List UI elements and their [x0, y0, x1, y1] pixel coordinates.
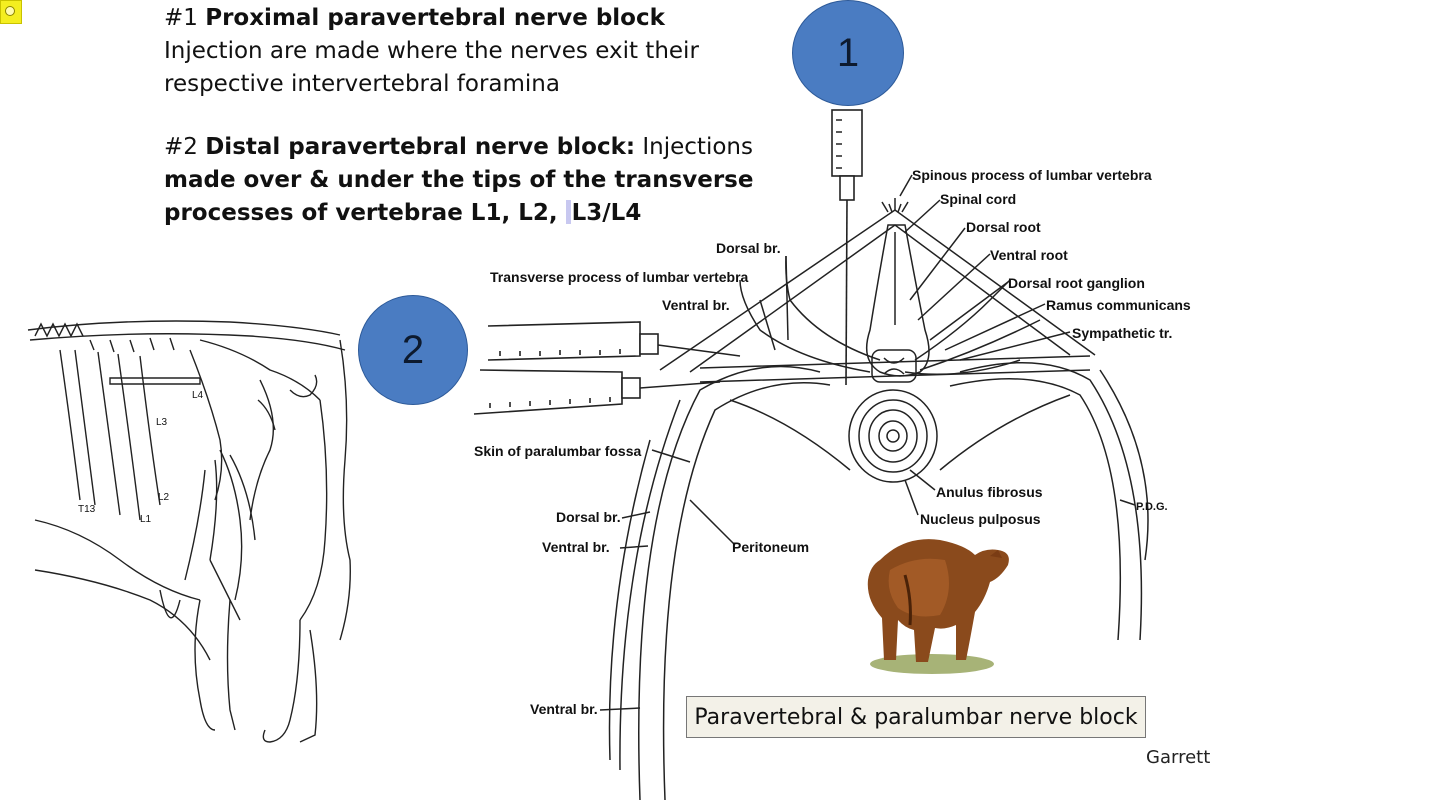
site-2-badge: 2 — [358, 295, 468, 405]
ring-icon — [5, 6, 15, 16]
label-dorsal-root: Dorsal root — [966, 219, 1041, 235]
item2-title: Distal paravertebral nerve block: — [205, 134, 636, 160]
label-t13: T13 — [78, 504, 96, 515]
item1-desc-line2: respective intervertebral foramina — [164, 71, 560, 97]
site-1-badge: 1 — [792, 0, 904, 106]
label-ventral-br-bottom: Ventral br. — [530, 701, 598, 717]
syringe-upper — [487, 321, 741, 361]
label-l1: L1 — [140, 514, 152, 525]
label-spinous-process: Spinous process of lumbar vertebra — [912, 167, 1152, 183]
item2-line3-suffix: L3/L4 — [571, 200, 642, 226]
label-spinal-cord: Spinal cord — [940, 191, 1016, 207]
item2-number: #2 — [164, 134, 198, 160]
label-ventral-br-top: Ventral br. — [662, 297, 730, 313]
item1-text: #1 Proximal paravertebral nerve block In… — [164, 2, 724, 101]
corner-marker — [0, 0, 22, 24]
item1-title: Proximal paravertebral nerve block — [205, 5, 665, 31]
label-nucleus-pulposus: Nucleus pulposus — [920, 511, 1041, 527]
image-credit: Garrett — [1146, 747, 1211, 768]
item1-desc-line1: Injection are made where the nerves exit… — [164, 38, 699, 64]
label-anulus-fibrosus: Anulus fibrosus — [936, 484, 1043, 500]
label-dorsal-br-top: Dorsal br. — [716, 240, 781, 256]
cow-photo — [867, 539, 1009, 674]
label-transverse-process: Transverse process of lumbar vertebra — [490, 269, 749, 285]
item2-line3-prefix: processes of vertebrae L1, L2, — [164, 200, 566, 226]
label-peritoneum: Peritoneum — [732, 539, 809, 555]
item1-number: #1 — [164, 5, 198, 31]
cow-sketch — [27, 320, 351, 743]
label-ventral-br-mid: Ventral br. — [542, 539, 610, 555]
item2-desc-inline: Injections — [635, 134, 753, 160]
syringe-lower — [473, 369, 721, 415]
item2-text: #2 Distal paravertebral nerve block: Inj… — [164, 131, 754, 230]
diagram-labels: Spinous process of lumbar vertebra Spina… — [474, 167, 1191, 717]
label-dorsal-root-ganglion: Dorsal root ganglion — [1008, 275, 1145, 291]
label-l4: L4 — [192, 390, 204, 401]
label-dorsal-br-mid: Dorsal br. — [556, 509, 621, 525]
figure-caption: Paravertebral & paralumbar nerve block — [686, 696, 1146, 738]
text-cursor-highlight — [565, 200, 571, 224]
label-l3: L3 — [156, 417, 168, 428]
label-ventral-root: Ventral root — [990, 247, 1068, 263]
label-skin-paralumbar-fossa: Skin of paralumbar fossa — [474, 443, 641, 459]
label-l2: L2 — [158, 492, 170, 503]
label-pdg: P.D.G. — [1136, 501, 1168, 513]
cross-section — [599, 174, 1149, 801]
label-ramus-communicans: Ramus communicans — [1046, 297, 1191, 313]
syringe-vertical — [831, 109, 863, 386]
label-sympathetic-trunk: Sympathetic tr. — [1072, 325, 1172, 341]
item2-line2: made over & under the tips of the transv… — [164, 167, 754, 193]
cow-sketch-labels: T13 L1 L2 L3 L4 — [78, 390, 204, 525]
